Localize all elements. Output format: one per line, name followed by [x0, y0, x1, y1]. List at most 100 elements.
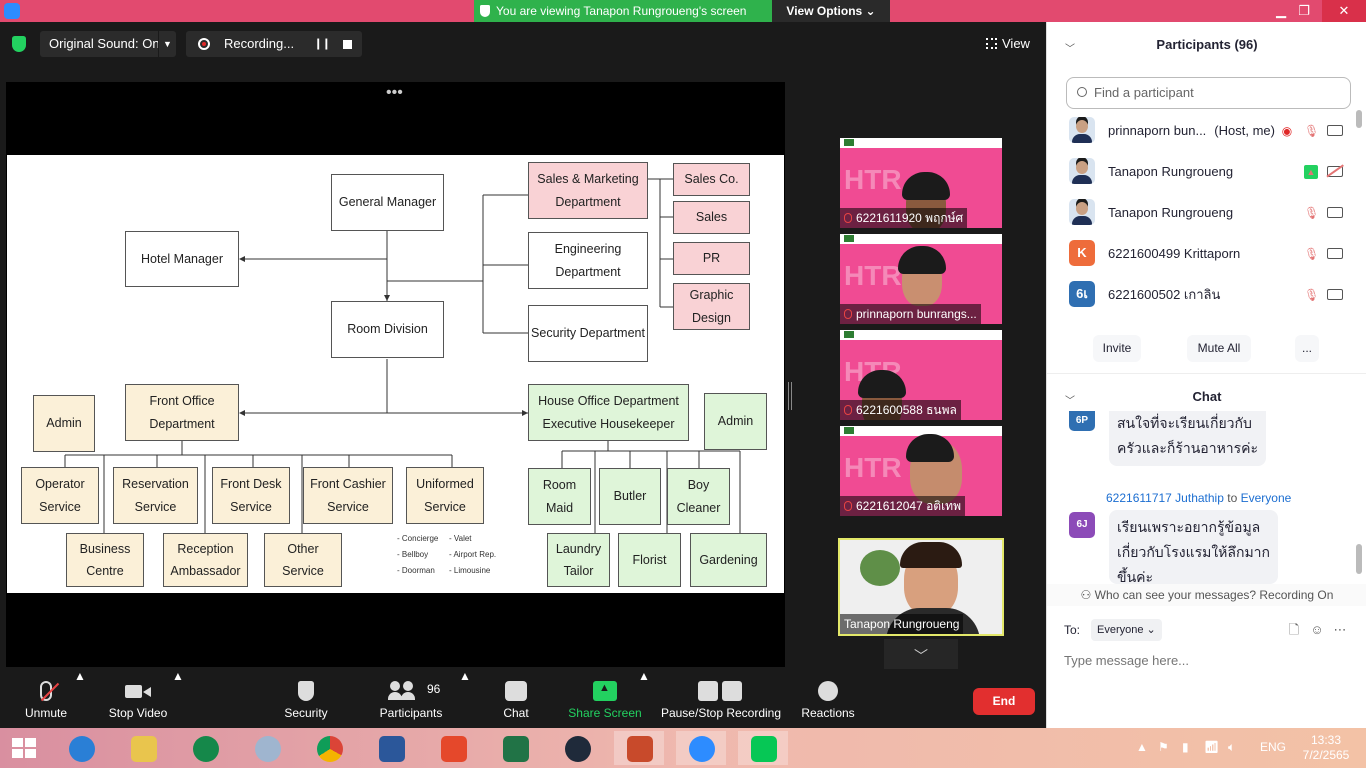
who-can-see-messages-link[interactable]: ⚇ Who can see your messages? Recording O… [1047, 584, 1366, 606]
viewing-screen-banner: You are viewing Tanapon Rungroueng's scr… [474, 0, 772, 22]
mute-all-button[interactable]: Mute All [1187, 335, 1251, 362]
hotel-manager-box: Hotel Manager [125, 231, 239, 287]
stop-icon[interactable] [343, 40, 352, 49]
audio-options-chevron-icon[interactable]: ▲ [74, 669, 86, 683]
office-icon[interactable] [428, 731, 478, 765]
powerpoint-icon[interactable] [614, 731, 664, 765]
pause-icon[interactable]: ❙❙ [313, 38, 331, 50]
video-off-icon[interactable] [1327, 166, 1343, 177]
line-icon[interactable] [738, 731, 788, 765]
view-options-button[interactable]: View Options ⌄ [772, 0, 890, 22]
split-resize-handle[interactable] [788, 382, 792, 410]
participants-options-chevron-icon[interactable]: ▲ [459, 669, 471, 683]
microphone-icon[interactable]: 🎙︎ [1304, 206, 1320, 220]
chrome-icon[interactable] [304, 731, 354, 765]
video-tile[interactable]: HTR prinnaporn bunrangs... [840, 234, 1002, 324]
emoji-icon[interactable]: ☺ [1310, 622, 1324, 637]
word-icon[interactable] [366, 731, 416, 765]
security-button[interactable]: Security [276, 669, 336, 728]
reactions-label: Reactions [801, 706, 855, 720]
clock[interactable]: 13:33 7/2/2565 [1296, 733, 1356, 763]
minimize-button[interactable]: ▁ [1276, 3, 1286, 18]
participant-row[interactable]: Tanapon Rungroueng 🎙︎ [1047, 192, 1357, 233]
chat-scrollbar[interactable] [1356, 544, 1362, 574]
share-screen-button[interactable]: Share Screen [566, 669, 644, 728]
original-sound-button[interactable]: Original Sound: On ▼ [40, 31, 176, 57]
video-tile[interactable]: HTR 6221600588 ธนพล [840, 330, 1002, 420]
paint-icon[interactable] [242, 731, 292, 765]
video-camera-icon[interactable] [1327, 125, 1343, 136]
muted-mic-icon[interactable]: 🎙︎ [1304, 288, 1320, 302]
people-icon: ⚇ [1080, 588, 1095, 602]
tray-expand-icon[interactable]: ▲ [1136, 740, 1148, 754]
video-camera-icon[interactable] [1327, 207, 1343, 218]
internet-explorer-icon[interactable] [56, 731, 106, 765]
video-tile[interactable]: HTR 6221612047 อติเทพ [840, 426, 1002, 516]
network-icon[interactable]: 📶︎ [1204, 740, 1220, 754]
chevron-down-icon[interactable]: ▼ [158, 31, 176, 57]
collapse-chat-chevron-icon[interactable]: ﹀ [1065, 396, 1075, 407]
end-meeting-button[interactable]: End [973, 688, 1035, 715]
view-button[interactable]: View [986, 31, 1038, 57]
language-indicator[interactable]: ENG [1260, 740, 1287, 754]
more-options-icon[interactable]: ••• [386, 84, 403, 101]
participant-face [906, 434, 962, 504]
participant-search-input[interactable]: Find a participant [1066, 77, 1351, 109]
active-speaker-tile[interactable]: Tanapon Rungroueng [838, 538, 1004, 636]
participant-row[interactable]: Tanapon Rungroueng ▲ [1047, 151, 1357, 192]
restore-button[interactable]: ❐ [1298, 3, 1310, 18]
video-options-chevron-icon[interactable]: ▲ [172, 669, 184, 683]
reactions-button[interactable]: Reactions [798, 669, 858, 728]
excel-icon[interactable] [490, 731, 540, 765]
window-title-bar: You are viewing Tanapon Rungroueng's scr… [0, 0, 1366, 22]
muted-mic-icon[interactable]: 🎙︎ [1304, 124, 1320, 138]
volume-icon[interactable]: 🔈︎ [1228, 740, 1236, 754]
butler-box: Butler [599, 468, 661, 525]
pause-stop-icon [698, 681, 744, 701]
close-window-button[interactable]: ✕ [1322, 0, 1366, 22]
more-button[interactable]: ... [1295, 335, 1319, 362]
zoom-logo-icon [4, 3, 20, 19]
participants-button[interactable]: 96 Participants [376, 669, 446, 728]
video-tile-name: prinnaporn bunrangs... [840, 304, 981, 324]
webex-icon[interactable] [552, 731, 602, 765]
tray-app-icon[interactable]: ⚑ [1158, 740, 1169, 754]
participant-row[interactable]: K 6221600499 Krittaporn 🎙︎ [1047, 233, 1357, 274]
reservation-service-box: Reservation Service [113, 467, 198, 524]
pause-stop-recording-button[interactable]: Pause/Stop Recording [660, 669, 782, 728]
plant-background [860, 550, 900, 586]
chat-message-line: เกี่ยวกับโรงแรมให้ลึกมาก [1117, 544, 1271, 560]
video-camera-icon[interactable] [1327, 248, 1343, 259]
zoom-icon[interactable] [676, 731, 726, 765]
operator-service-box: Operator Service [21, 467, 99, 524]
file-explorer-icon[interactable] [118, 731, 168, 765]
grid-icon [986, 38, 997, 49]
participants-scrollbar[interactable] [1356, 110, 1362, 128]
video-tile[interactable]: HTR 6221611920 พฤกษ์ศ [840, 138, 1002, 228]
view-label: View [1002, 36, 1030, 51]
file-icon[interactable]: 🗋 [1288, 622, 1300, 637]
collapse-participants-chevron-icon[interactable]: ﹀ [1065, 44, 1075, 55]
chat-message-input[interactable] [1064, 650, 1354, 670]
windows-start-icon[interactable] [12, 738, 38, 758]
share-options-chevron-icon[interactable]: ▲ [638, 669, 650, 683]
more-options-icon[interactable]: ⋯ [1333, 622, 1347, 637]
participant-row[interactable]: prinnaporn bun...(Host, me) ◉ 🎙︎ [1047, 110, 1357, 151]
muted-mic-icon[interactable]: 🎙︎ [1304, 247, 1320, 261]
muted-mic-icon [844, 501, 852, 511]
scroll-down-chevron-icon[interactable]: ﹀ [884, 639, 958, 673]
app-green-icon[interactable] [180, 731, 230, 765]
chat-button[interactable]: Chat [490, 669, 542, 728]
recipient-select[interactable]: Everyone ⌄ [1091, 619, 1162, 641]
muted-mic-icon [844, 309, 852, 319]
participant-row[interactable]: 6เ 6221600502 เกาลิน 🎙︎ [1047, 274, 1357, 315]
stop-video-button[interactable]: Stop Video [104, 669, 172, 728]
unmute-button[interactable]: Unmute [16, 669, 76, 728]
active-speaker-name: Tanapon Rungroueng [840, 614, 964, 634]
screen-share-indicator-icon: ▲ [1304, 165, 1318, 179]
engineering-box: Engineering Department [528, 232, 648, 289]
invite-button[interactable]: Invite [1093, 335, 1141, 362]
video-camera-icon[interactable] [1327, 289, 1343, 300]
avatar [1069, 199, 1095, 225]
battery-icon[interactable]: ▮ [1182, 740, 1189, 754]
